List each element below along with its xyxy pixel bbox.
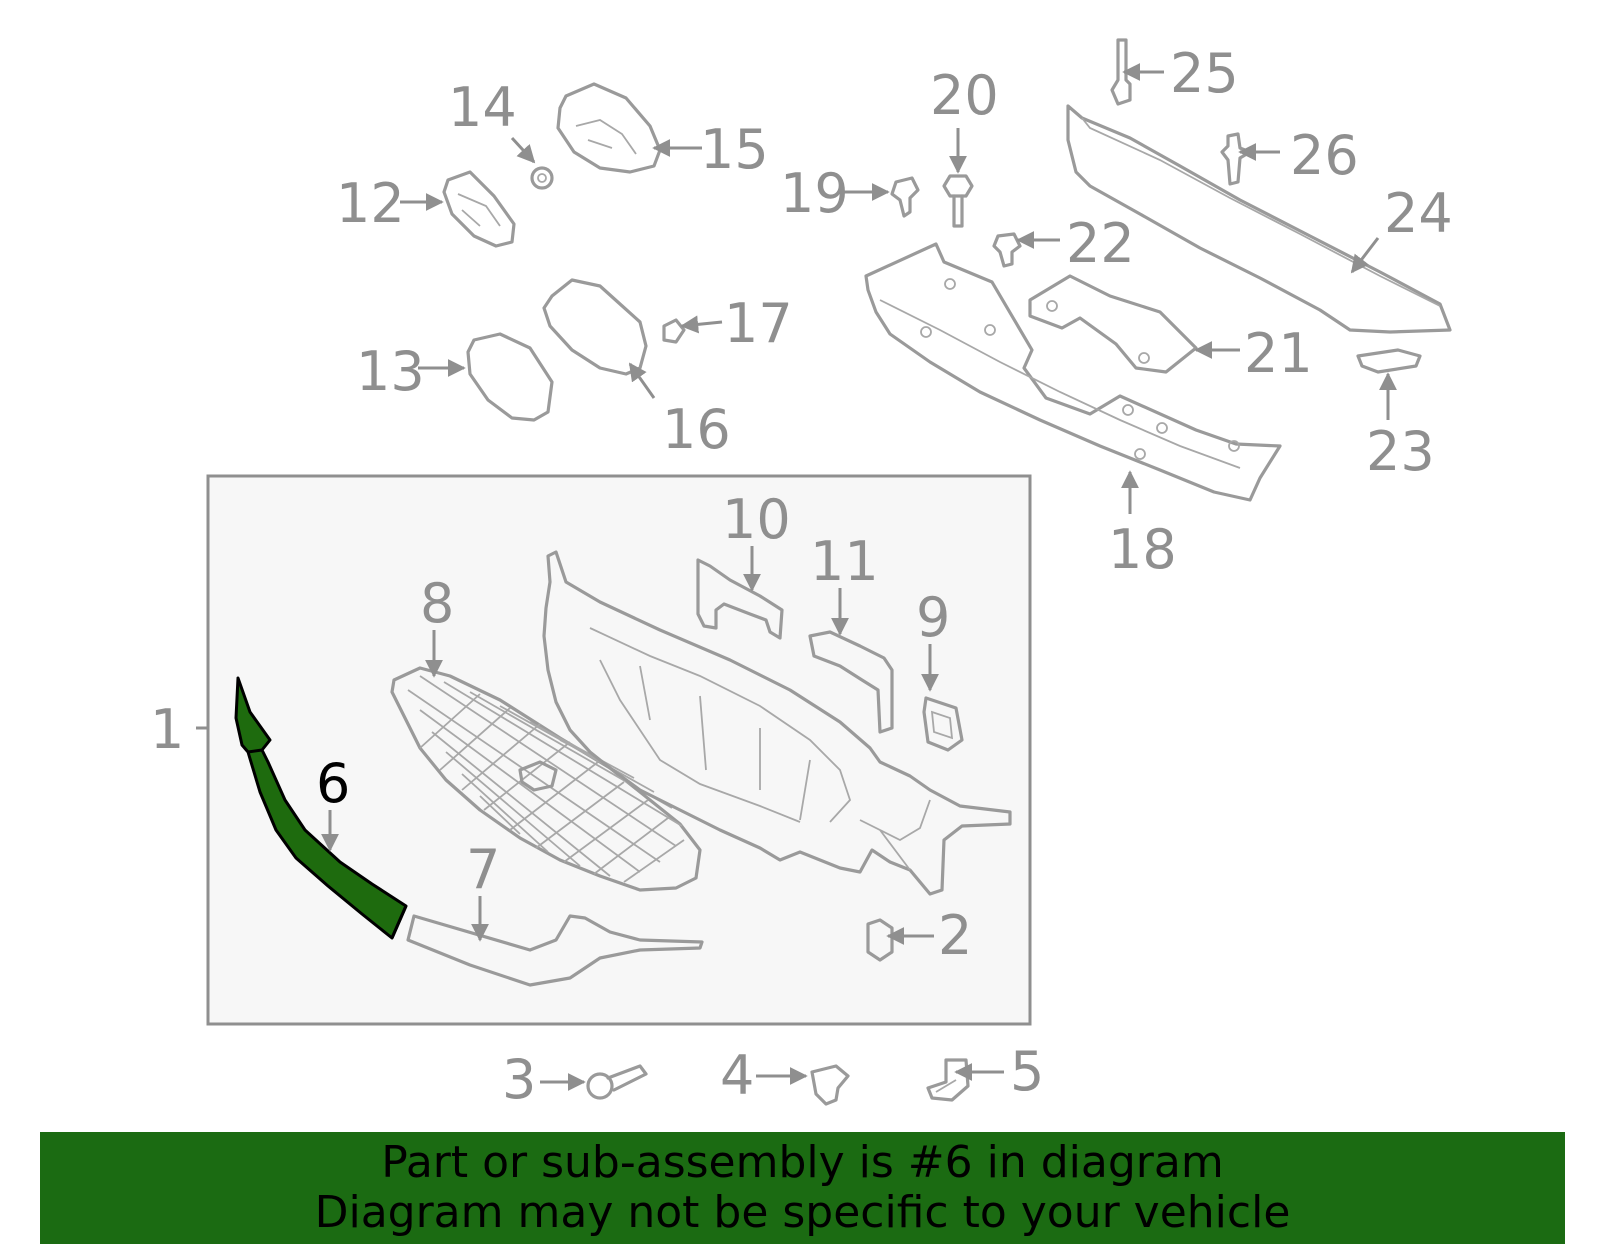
callout-10: 10 — [722, 488, 791, 551]
part-17-clip[interactable] — [662, 318, 686, 344]
part-10-bracket[interactable] — [696, 558, 784, 640]
callout-24: 24 — [1384, 182, 1453, 245]
part-25-pin[interactable] — [1110, 38, 1132, 106]
part-15-emblem[interactable] — [556, 82, 662, 174]
part-4-clip[interactable] — [810, 1064, 850, 1106]
callout-12: 12 — [336, 172, 405, 235]
part-19-push-pin[interactable] — [890, 176, 920, 218]
callout-5: 5 — [1010, 1040, 1044, 1103]
callout-2: 2 — [938, 904, 972, 967]
part-16-housing[interactable] — [542, 278, 648, 376]
part-24-upper-cover[interactable] — [1066, 104, 1452, 334]
callout-13: 13 — [356, 340, 425, 403]
callout-18: 18 — [1108, 518, 1177, 581]
callout-3: 3 — [502, 1048, 536, 1111]
part-18-support-cover[interactable] — [864, 242, 1282, 502]
banner-line-1: Part or sub-assembly is #6 in diagram — [381, 1137, 1224, 1188]
part-7-molding[interactable] — [406, 914, 704, 987]
part-6-end-line — [390, 905, 408, 939]
callout-20: 20 — [930, 64, 999, 127]
callout-14: 14 — [448, 76, 517, 139]
callout-labels: 1 2 3 4 5 6 7 8 9 10 11 12 13 14 15 16 1… — [150, 42, 1453, 1111]
callout-26: 26 — [1290, 124, 1359, 187]
callout-25: 25 — [1170, 42, 1239, 105]
callout-8: 8 — [420, 572, 454, 635]
callout-16: 16 — [662, 398, 731, 461]
part-14-nut[interactable] — [530, 166, 554, 190]
callout-11: 11 — [810, 530, 879, 593]
callout-15: 15 — [700, 118, 769, 181]
callout-6: 6 — [316, 752, 350, 815]
callout-9: 9 — [916, 586, 950, 649]
part-22-push-pin[interactable] — [992, 232, 1022, 268]
part-9-clip[interactable] — [922, 696, 964, 752]
part-3-bolt[interactable] — [586, 1064, 648, 1100]
callout-1: 1 — [150, 698, 184, 761]
part-8-mesh-grille[interactable] — [390, 666, 702, 892]
callout-7: 7 — [466, 838, 500, 901]
callout-17: 17 — [724, 292, 793, 355]
part-11-bracket[interactable] — [808, 630, 894, 734]
part-21-bracket[interactable] — [1028, 274, 1198, 374]
part-23-bracket[interactable] — [1356, 348, 1422, 374]
assembly-box — [206, 474, 1032, 1026]
callout-22: 22 — [1066, 212, 1135, 275]
callout-21: 21 — [1244, 322, 1313, 385]
callout-19: 19 — [780, 162, 849, 225]
banner-line-2: Diagram may not be specific to your vehi… — [314, 1187, 1291, 1238]
grille-frame[interactable] — [542, 550, 1012, 896]
part-13-cover[interactable] — [466, 332, 554, 422]
part-2-clip[interactable] — [866, 918, 894, 962]
part-12-emblem[interactable] — [442, 170, 516, 248]
part-24-inner-line — [1081, 117, 1441, 307]
leader-lines — [196, 63, 1397, 1091]
callout-4: 4 — [720, 1044, 754, 1107]
info-banner: Part or sub-assembly is #6 in diagram Di… — [40, 1132, 1565, 1244]
part-26-clip[interactable] — [1220, 132, 1252, 186]
part-5-nut[interactable] — [926, 1058, 970, 1102]
part-20-bolt[interactable] — [942, 174, 974, 228]
callout-23: 23 — [1366, 420, 1435, 483]
